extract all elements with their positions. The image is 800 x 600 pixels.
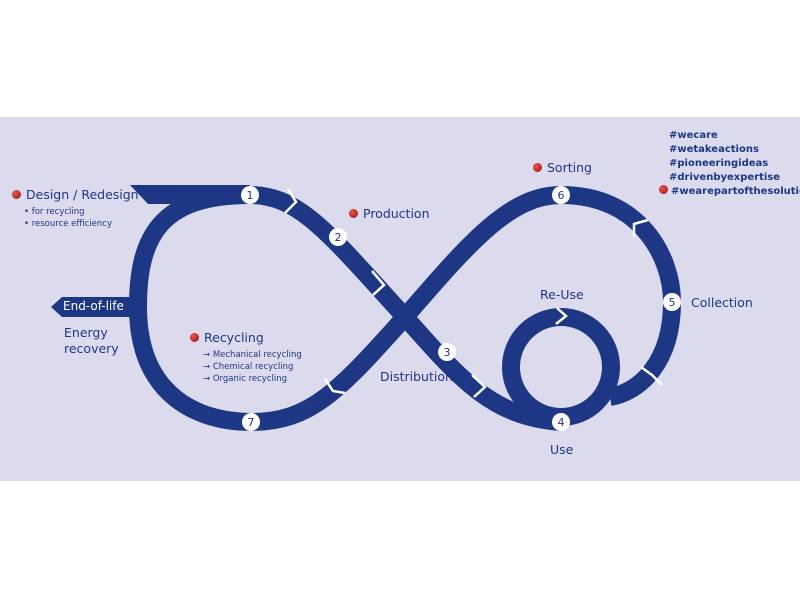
entry-arrow-band <box>130 185 250 212</box>
distribution-label: Distribution <box>380 369 453 384</box>
chevron-arrow-icon <box>555 307 568 325</box>
red-dot-icon <box>659 185 668 194</box>
design-sub-item: • for recycling <box>24 207 85 217</box>
node-1: 1 <box>241 186 259 204</box>
svg-text:4: 4 <box>558 416 565 429</box>
red-dot-icon <box>533 163 542 172</box>
lifecycle-diagram: 1 2 3 4 5 6 7 Design / Redesign • <box>0 117 800 481</box>
red-dot-icon <box>12 190 21 199</box>
design-sub-list: • for recycling • resource efficiency <box>24 206 112 230</box>
energy-recovery-line: recovery <box>64 341 119 356</box>
hashtag-item: #wearepartofthesolution <box>659 185 800 199</box>
use-label: Use <box>550 442 574 457</box>
svg-text:1: 1 <box>247 189 254 202</box>
hashtag: #drivenbyexpertise <box>669 172 781 183</box>
node-6: 6 <box>552 186 570 204</box>
hashtag-list: #wecare #wetakeactions #pioneeringideas … <box>659 129 800 199</box>
production-label: Production <box>349 206 430 221</box>
chevron-arrow-icon <box>323 378 346 395</box>
energy-recovery-label: Energy recovery <box>64 325 119 357</box>
node-3: 3 <box>438 343 456 361</box>
chevron-arrow-icon <box>640 365 663 386</box>
svg-text:6: 6 <box>558 189 565 202</box>
node-2: 2 <box>329 228 347 246</box>
recycling-sub-list: → Mechanical recycling → Chemical recycl… <box>203 349 302 385</box>
chevron-arrow-icon <box>471 374 487 398</box>
energy-recovery-line: Energy <box>64 325 108 340</box>
chevron-arrow-icon <box>371 270 386 296</box>
end-of-life-tab <box>51 297 138 317</box>
red-dot-icon <box>190 333 199 342</box>
node-4: 4 <box>552 413 570 431</box>
hashtag: #wetakeactions <box>669 144 759 155</box>
hashtag: #wecare <box>669 130 718 141</box>
reuse-label: Re-Use <box>540 287 584 302</box>
recycling-sub-item: → Mechanical recycling <box>203 350 302 360</box>
svg-text:7: 7 <box>248 416 255 429</box>
node-7: 7 <box>242 413 260 431</box>
recycling-label: Recycling <box>190 330 264 345</box>
svg-text:5: 5 <box>669 296 676 309</box>
right-loop-band <box>398 185 682 406</box>
red-dot-icon <box>349 209 358 218</box>
svg-text:3: 3 <box>444 346 451 359</box>
reuse-ring <box>502 308 620 426</box>
chevron-arrow-icon <box>632 218 649 237</box>
collection-label: Collection <box>691 295 753 310</box>
design-sub-item: • resource efficiency <box>24 219 112 229</box>
hashtag: #wearepartofthesolution <box>671 186 800 197</box>
sorting-label: Sorting <box>533 160 592 175</box>
chevron-arrow-icon <box>284 188 298 214</box>
svg-text:2: 2 <box>335 231 342 244</box>
hashtag: #pioneeringideas <box>669 158 769 169</box>
design-label: Design / Redesign <box>12 187 139 202</box>
recycling-sub-item: → Chemical recycling <box>203 362 294 372</box>
node-5: 5 <box>663 293 681 311</box>
chevron-arrow-icons <box>284 188 663 398</box>
infinity-loop-graphic: 1 2 3 4 5 6 7 <box>51 185 682 432</box>
recycling-sub-item: → Organic recycling <box>203 374 288 384</box>
left-loop-band <box>128 186 412 432</box>
end-of-life-label: End-of-life <box>63 299 124 313</box>
